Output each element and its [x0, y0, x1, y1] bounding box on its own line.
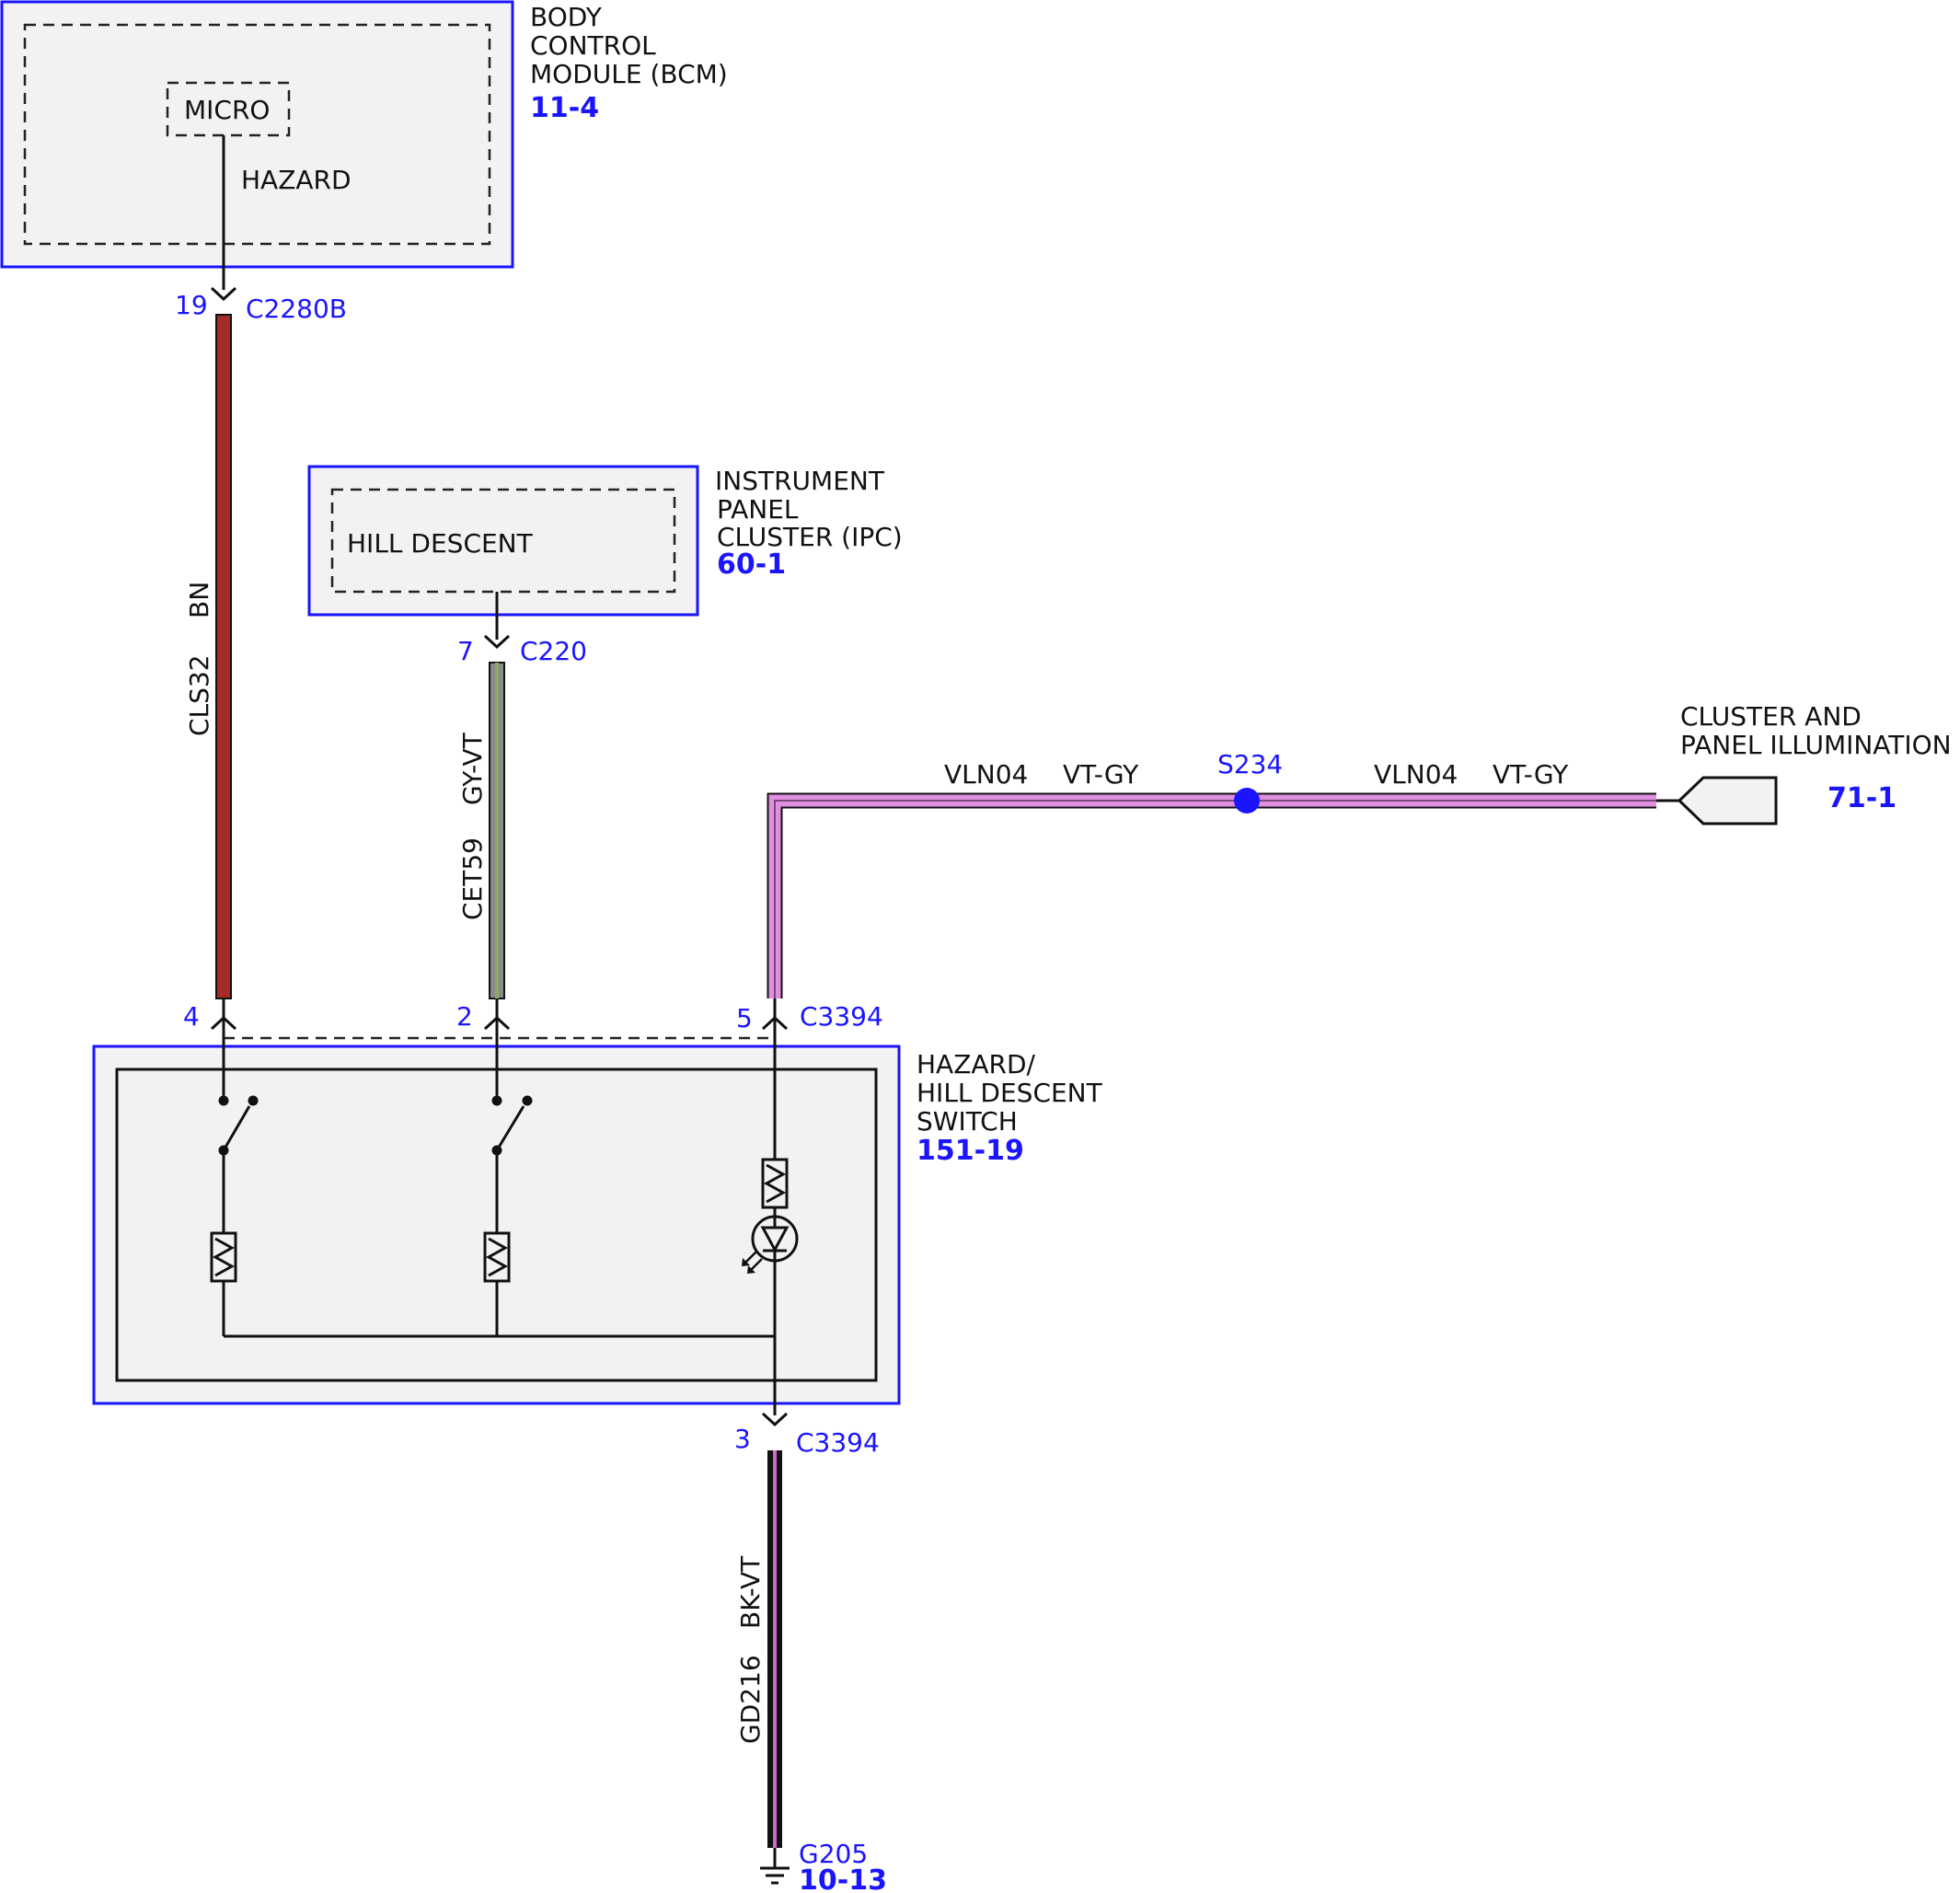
wire-cls32-bn[interactable]	[215, 314, 232, 999]
ipc-ref-link[interactable]: 60-1	[717, 548, 786, 581]
connector-c220-label[interactable]: C220	[520, 636, 587, 666]
connector-c220-symbol	[483, 634, 511, 650]
ipc-component[interactable]: HILL DESCENT	[307, 465, 699, 640]
illumination-title-line-1: CLUSTER AND	[1680, 701, 1862, 732]
illumination-connector-shape[interactable]	[1677, 776, 1778, 825]
wire-vln04-right-circuit: VLN04	[1374, 759, 1458, 790]
switch-title-line-3: SWITCH	[917, 1106, 1018, 1137]
bcm-pin-number: 19	[175, 290, 208, 320]
connector-c3394-top-symbols	[210, 998, 789, 1033]
micro-label: MICRO	[184, 95, 270, 125]
ipc-pin-number: 7	[457, 636, 474, 666]
connector-c2280b-symbol	[210, 286, 237, 302]
switch-mid-contact-top	[491, 1095, 502, 1106]
switch-left-blade	[222, 1105, 251, 1151]
ground-ref-link[interactable]: 10-13	[799, 1864, 887, 1893]
switch-title-line-2: HILL DESCENT	[917, 1078, 1103, 1108]
connector-c3394-bottom-symbol	[761, 1412, 789, 1427]
switch-pin-4: 4	[183, 1001, 200, 1032]
switch-mid-contact-pivot	[522, 1095, 533, 1106]
bcm-component[interactable]: MICRO HAZARD	[0, 0, 514, 290]
illumination-ref-link[interactable]: 71-1	[1827, 782, 1897, 814]
wire-vln04-left-circuit: VLN04	[944, 759, 1028, 790]
hill-descent-label: HILL DESCENT	[347, 528, 534, 559]
switch-pin-3: 3	[734, 1424, 751, 1454]
ground-label: G205	[799, 1839, 868, 1869]
switch-pin-2: 2	[456, 1001, 473, 1032]
switch-mid-resistor-zigzag	[485, 1237, 509, 1277]
ipc-title-line-2: PANEL	[717, 494, 799, 525]
wire-gd216-stripe	[773, 1450, 777, 1848]
ipc-title-line-3: CLUSTER (IPC)	[717, 522, 903, 552]
ipc-inner-dashed	[330, 488, 676, 594]
wire-vln04-vt-gy[interactable]	[767, 792, 1656, 998]
ipc-title-line-1: INSTRUMENT	[715, 466, 885, 496]
bcm-title-line-1: BODY	[530, 2, 603, 32]
wire-cet59-stripe	[495, 663, 499, 998]
switch-left-resistor-zigzag	[212, 1237, 236, 1277]
splice-s234-dot[interactable]	[1234, 788, 1260, 814]
bcm-title-line-3: MODULE (BCM)	[530, 59, 728, 89]
wire-cls32-color: BN	[184, 582, 214, 618]
wire-gd216-circuit: GD216	[735, 1655, 766, 1744]
switch-component[interactable]	[92, 1033, 901, 1415]
switch-right-resistor	[761, 1158, 789, 1209]
connector-c3394-top-label[interactable]: C3394	[800, 1001, 883, 1032]
bcm-inner-dashed	[23, 23, 491, 246]
led-light-arrowhead-1	[742, 1258, 750, 1266]
bcm-title-line-2: CONTROL	[530, 30, 656, 61]
led-light-arrowhead-2	[747, 1265, 755, 1274]
connector-c2280b-label[interactable]: C2280B	[246, 294, 347, 324]
switch-title-line-1: HAZARD/	[917, 1049, 1036, 1079]
wire-vln04-right-color: VT-GY	[1493, 759, 1569, 790]
wire-gd216-color: BK-VT	[735, 1555, 766, 1629]
wire-cls32-circuit: CLS32	[184, 654, 214, 736]
hazard-label: HAZARD	[241, 165, 352, 195]
wire-vln04-left-color: VT-GY	[1063, 759, 1139, 790]
connector-c3394-bottom-label[interactable]: C3394	[796, 1427, 880, 1458]
switch-pin-5: 5	[736, 1003, 753, 1033]
wire-cet59-circuit: CET59	[457, 837, 488, 920]
ipc-box	[307, 465, 699, 617]
micro-box	[166, 81, 291, 137]
switch-left-contact-top	[218, 1095, 229, 1106]
switch-left-contact-pivot	[248, 1095, 259, 1106]
switch-ref-link[interactable]: 151-19	[917, 1135, 1024, 1167]
illumination-title-line-2: PANEL ILLUMINATION	[1680, 730, 1952, 760]
switch-right-resistor-zigzag	[763, 1163, 787, 1204]
switch-mid-blade	[495, 1105, 525, 1151]
ground-icon	[760, 1848, 790, 1885]
splice-s234-label: S234	[1217, 749, 1283, 779]
bcm-ref-link[interactable]: 11-4	[530, 92, 599, 124]
wire-cet59-color: GY-VT	[457, 732, 488, 805]
